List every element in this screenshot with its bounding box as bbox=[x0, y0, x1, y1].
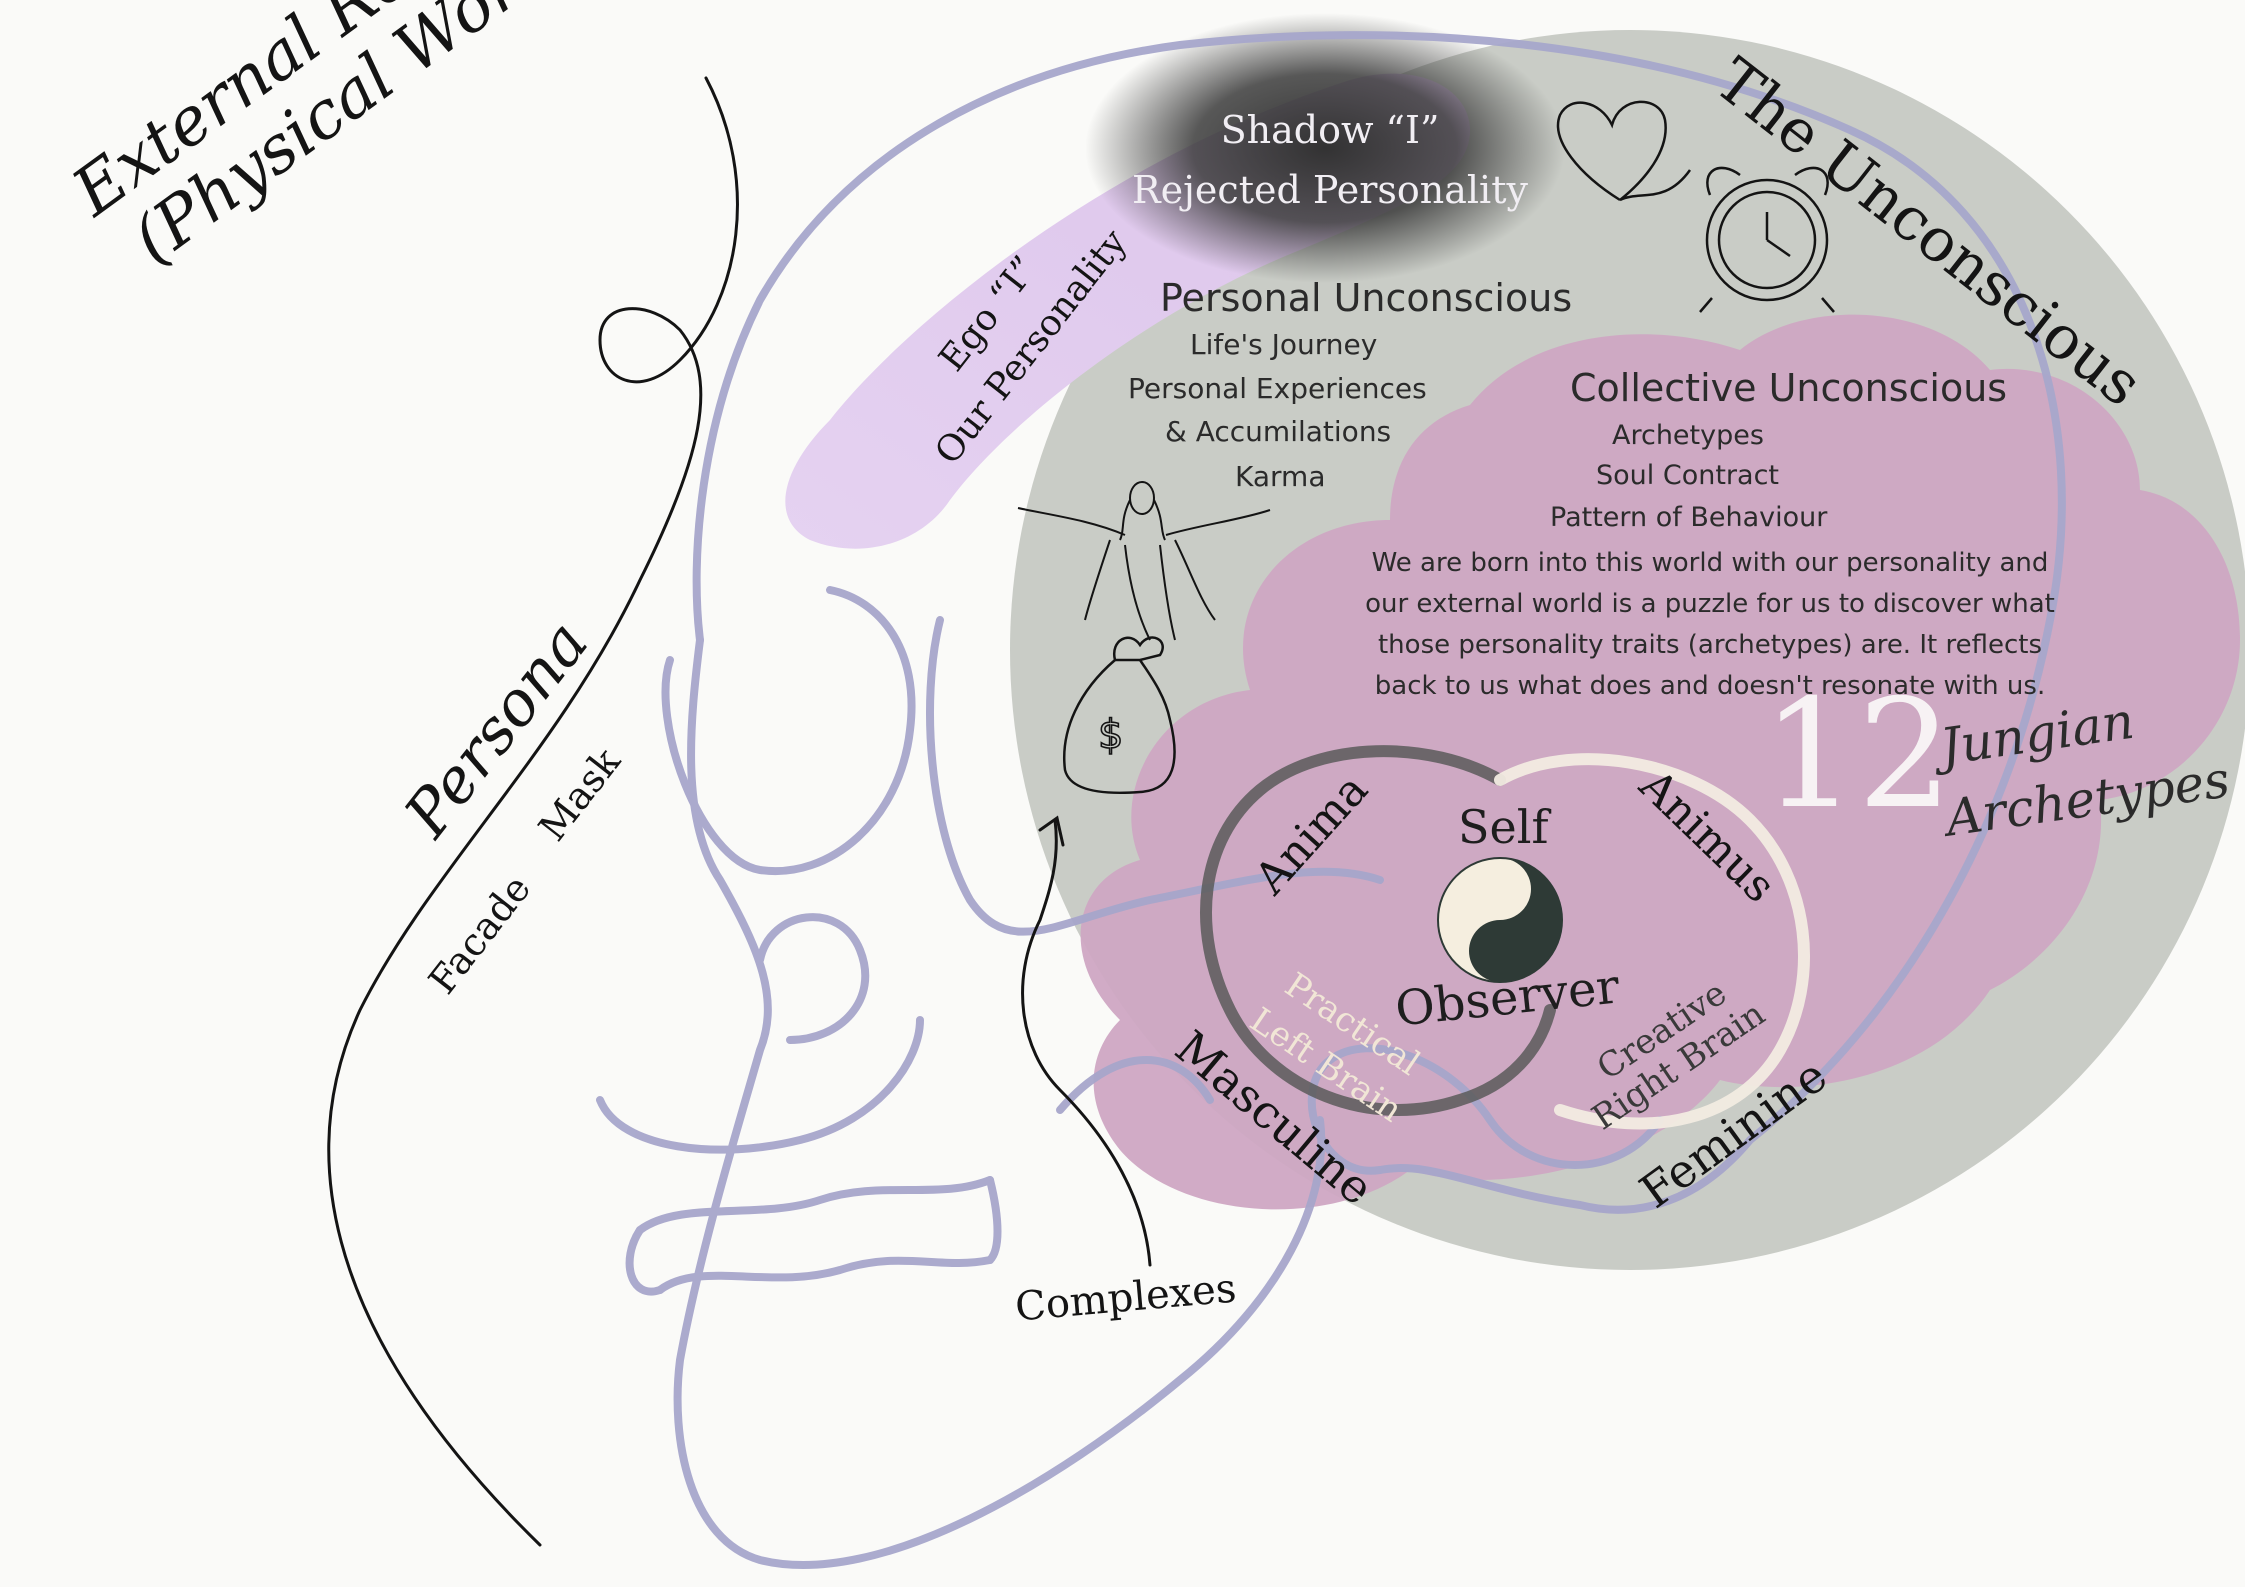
alarm-clock-icon bbox=[1699, 166, 1835, 313]
collective-unconscious-item: Pattern of Behaviour bbox=[1550, 502, 1828, 533]
shadow-line2: Rejected Personality bbox=[1132, 168, 1528, 212]
self-label: Self bbox=[1458, 800, 1549, 854]
personal-unconscious-title: Personal Unconscious bbox=[1160, 276, 1573, 320]
jungian-number: 12 bbox=[1762, 668, 1953, 842]
svg-text:$: $ bbox=[1098, 712, 1123, 758]
personal-unconscious-item: Karma bbox=[1235, 460, 1326, 493]
collective-paragraph-line: back to us what does and doesn't resonat… bbox=[1374, 671, 2046, 701]
collective-unconscious-item: Soul Contract bbox=[1596, 460, 1780, 491]
christ-figure-icon bbox=[1017, 481, 1271, 641]
money-bag-icon: $ bbox=[1063, 636, 1176, 795]
collective-cloud bbox=[1080, 314, 2240, 1210]
persona-line bbox=[327, 76, 1152, 1547]
personal-unconscious-item: Personal Experiences bbox=[1128, 372, 1427, 405]
collective-paragraph-line: those personality traits (archetypes) ar… bbox=[1377, 630, 2042, 660]
collective-paragraph-line: our external world is a puzzle for us to… bbox=[1365, 589, 2055, 619]
shadow-cloud bbox=[1085, 13, 1565, 283]
collective-paragraph: We are born into this world with our per… bbox=[1330, 543, 2090, 707]
personal-unconscious-item: & Accumilations bbox=[1165, 415, 1392, 448]
self-ring bbox=[1200, 745, 1810, 1130]
collective-paragraph-line: We are born into this world with our per… bbox=[1371, 548, 2049, 578]
personal-unconscious-item: Life's Journey bbox=[1190, 328, 1378, 361]
shadow-line1: Shadow “I” bbox=[1220, 108, 1440, 152]
shadow-label: Shadow “I” Rejected Personality bbox=[1120, 100, 1540, 220]
heart-outline-icon bbox=[1556, 100, 1692, 202]
collective-unconscious-title: Collective Unconscious bbox=[1570, 366, 2008, 410]
yin-yang-icon bbox=[1437, 857, 1563, 983]
collective-unconscious-item: Archetypes bbox=[1612, 420, 1764, 451]
skull-outline bbox=[596, 31, 2066, 1569]
